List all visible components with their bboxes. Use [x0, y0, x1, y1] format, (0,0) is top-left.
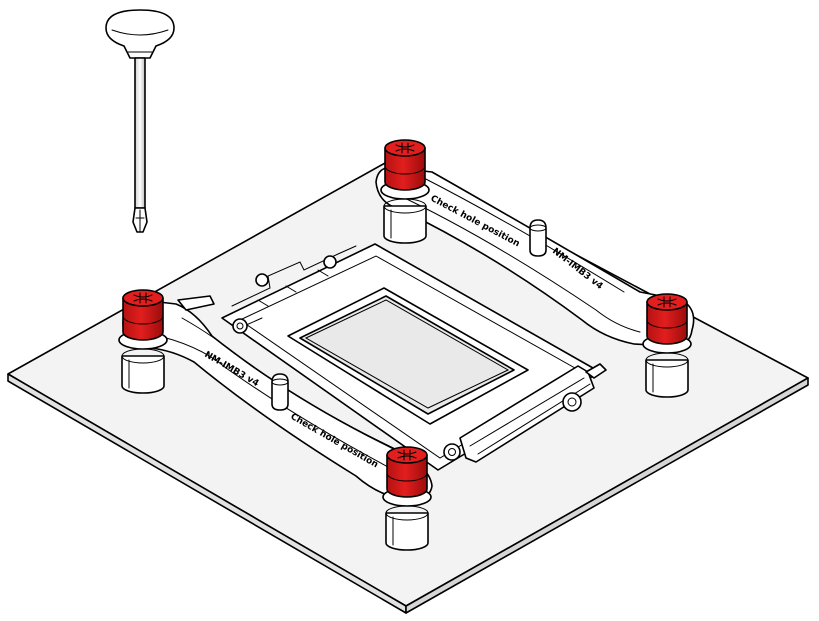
- screwdriver-handle: [105, 9, 175, 59]
- socket-lever: [459, 365, 595, 463]
- thumbscrew-icon: [384, 147, 426, 191]
- mounting-bar-bottom-left: NM-IMB3 v4 Check hole position: [122, 295, 433, 500]
- thumbscrew-icon: [386, 454, 428, 498]
- screwdriver-shaft: [134, 57, 146, 209]
- thumbscrew-icon: [646, 301, 688, 345]
- standoff-left: [121, 355, 165, 394]
- standoff-right: [645, 359, 689, 398]
- thumbscrew-bottom: [382, 446, 432, 551]
- screwdriver-icon: [105, 9, 175, 233]
- thumbscrew-left: [118, 289, 168, 394]
- cpu-ihs: [299, 295, 515, 415]
- thumbscrew-icon: [122, 297, 164, 341]
- thumbscrews: [118, 139, 692, 551]
- motherboard-edge-right: [405, 377, 809, 614]
- mounting-bar-top-right: Check hole position NM-IMB3 v4: [375, 166, 695, 347]
- standoff-bottom: [385, 512, 429, 551]
- thumbscrew-top: [380, 139, 430, 244]
- cpu-socket: [221, 243, 607, 471]
- standoff-top: [383, 205, 427, 244]
- thumbscrew-right: [642, 293, 692, 398]
